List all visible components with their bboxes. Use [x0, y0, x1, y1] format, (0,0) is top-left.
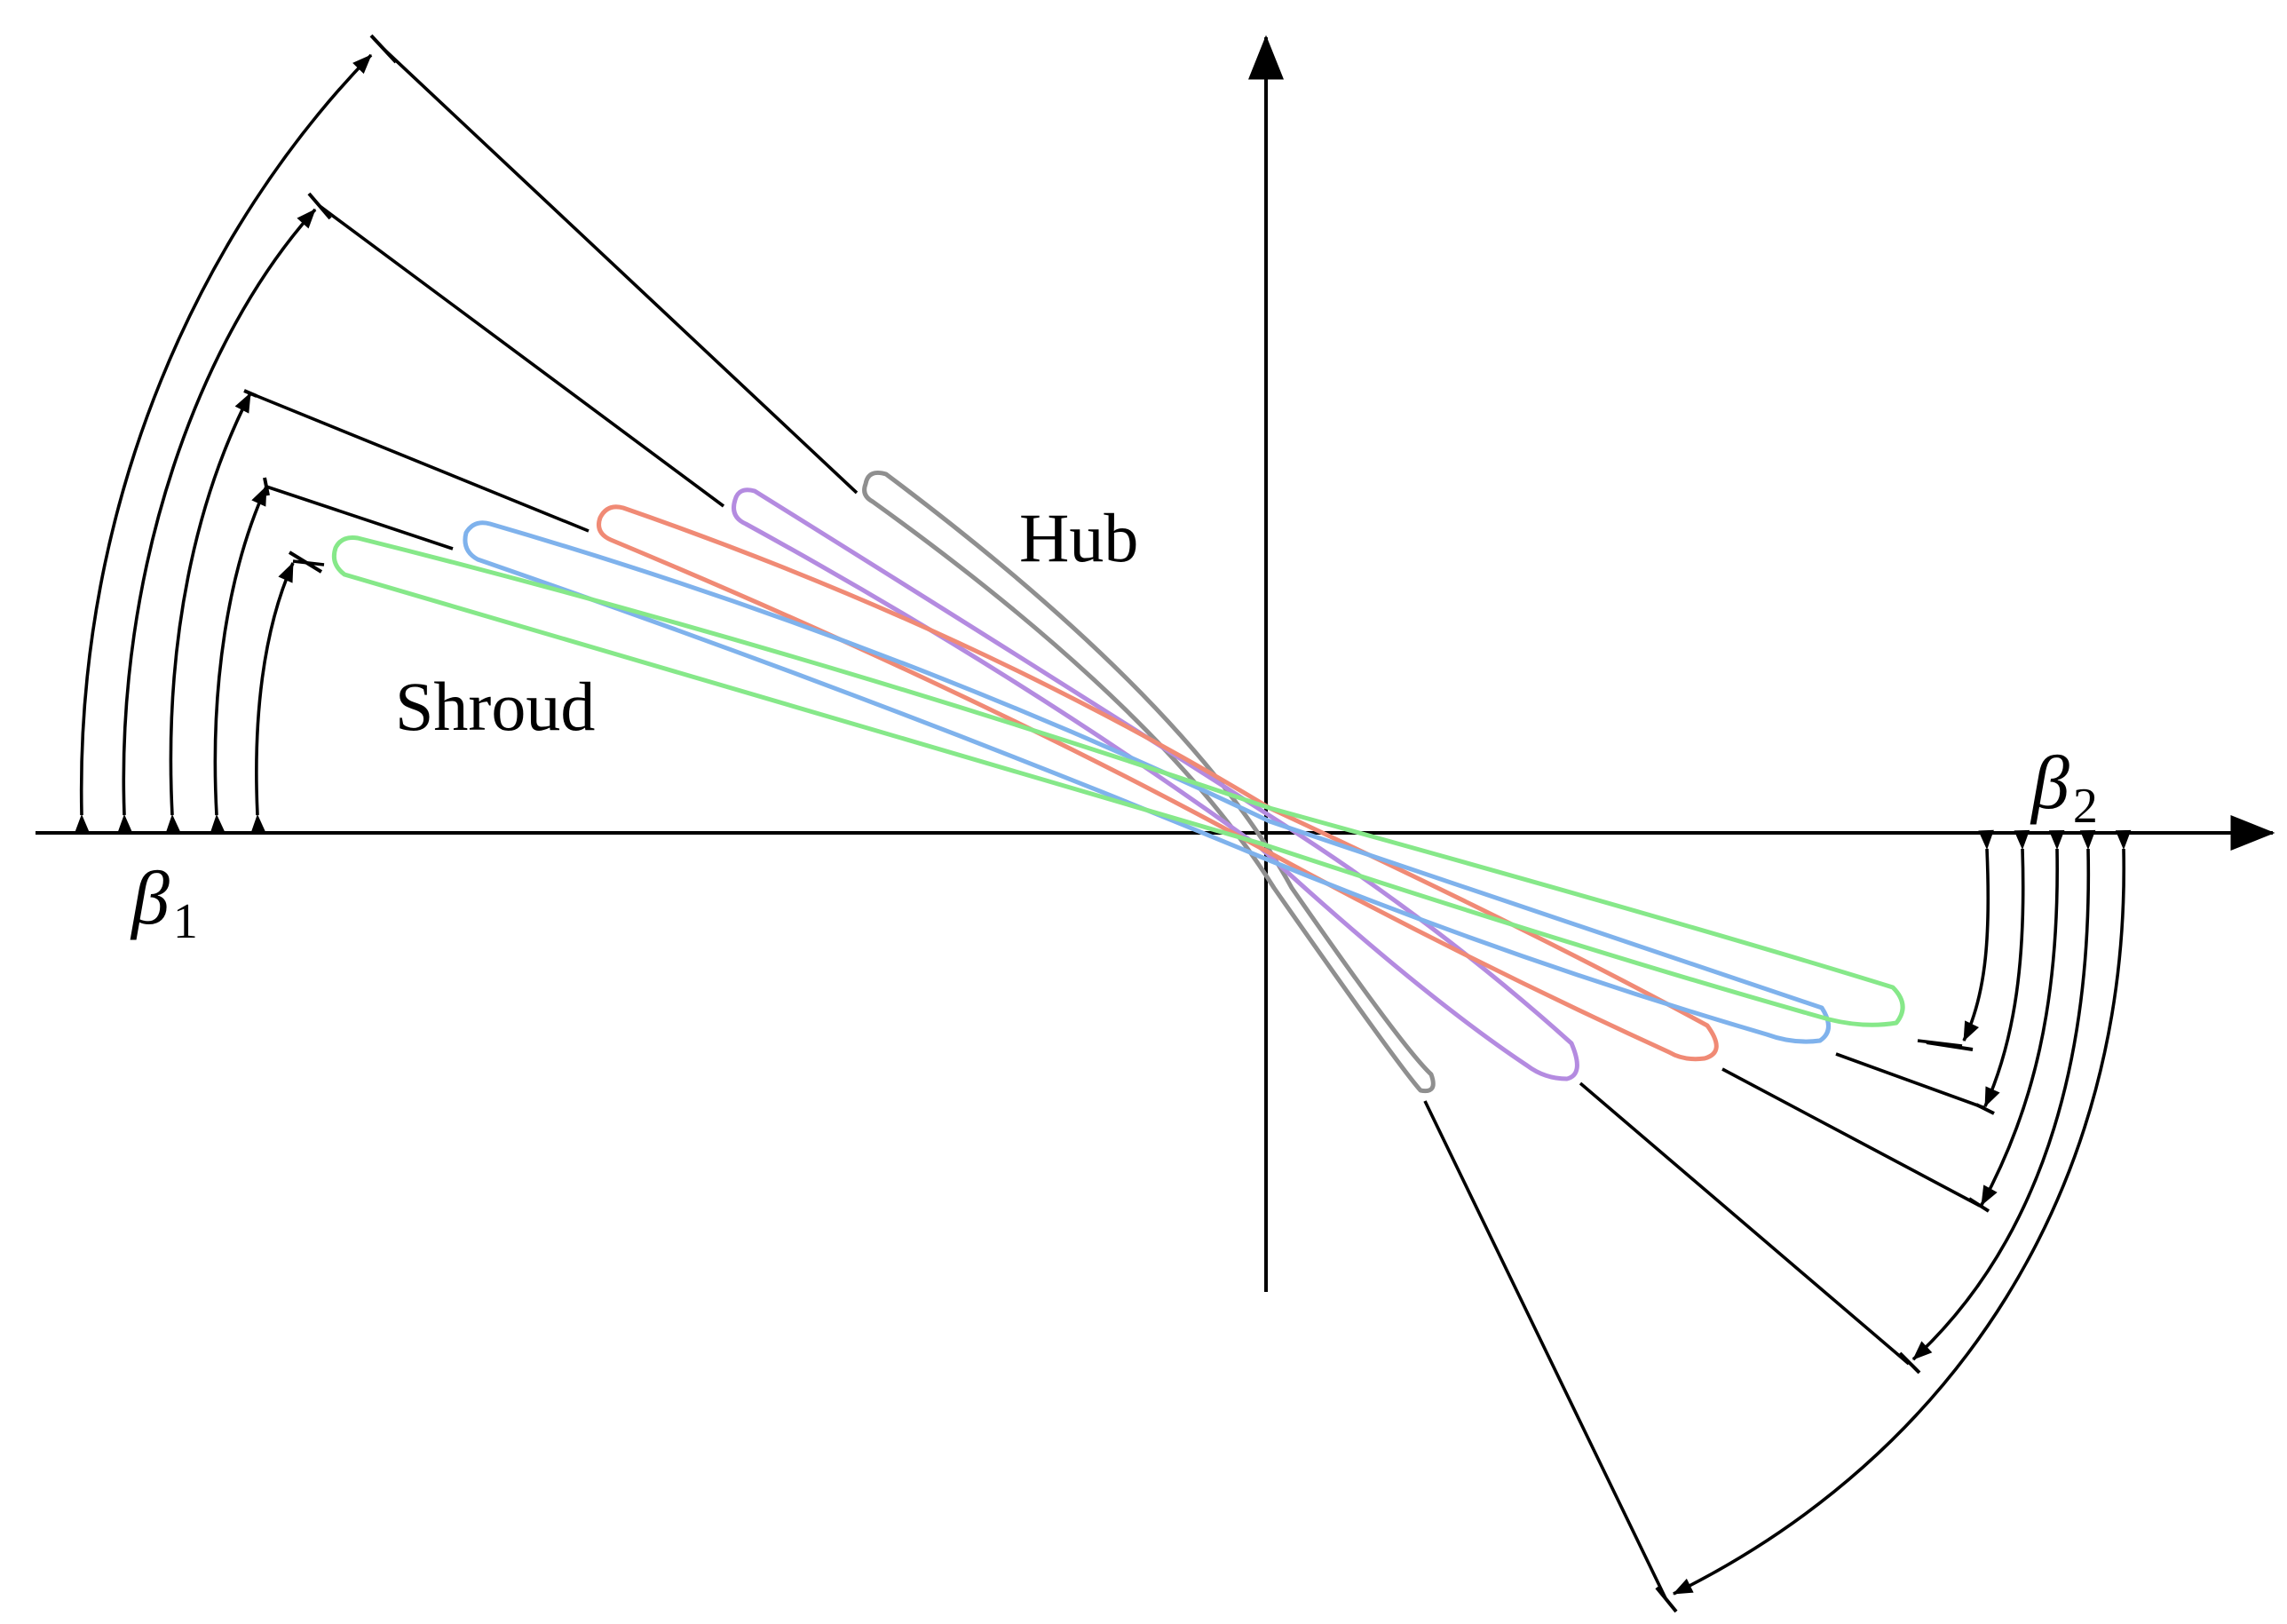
outlet-extension-line-2	[1579, 1081, 1911, 1366]
inlet-angle-dimensions	[74, 34, 859, 835]
blade-profile-2	[732, 487, 1579, 1081]
outlet-tick-hub	[1655, 1586, 1678, 1613]
inlet-arc-hub	[74, 53, 373, 835]
beta-1-subscript: 1	[173, 894, 198, 949]
blade-profile-3	[597, 504, 1719, 1062]
inlet-tick-hub	[369, 34, 398, 64]
labels: Hub Shroud β1 β2	[130, 499, 2098, 949]
blade-profile-hub	[862, 470, 1436, 1094]
inlet-arc-2	[116, 208, 317, 835]
blade-profile-shroud	[331, 535, 1905, 1027]
shroud-label: Shroud	[395, 668, 595, 745]
outlet-angle-dimensions	[1423, 829, 2132, 1613]
hub-label: Hub	[1019, 499, 1138, 576]
blade-profile-4	[463, 520, 1831, 1044]
outlet-extension-line-3	[1721, 1067, 1981, 1208]
inlet-arc-3	[165, 392, 252, 835]
axes	[36, 35, 2275, 1292]
beta-1-symbol: β	[130, 855, 170, 940]
beta-2-label: β2	[2030, 740, 2098, 834]
outlet-arc-3	[1980, 829, 2065, 1206]
outlet-extension-line-4	[1835, 1052, 1986, 1110]
outlet-tick-3	[1967, 1197, 1990, 1213]
outlet-arc-4	[1983, 829, 2030, 1108]
outlet-arc-shroud	[1962, 829, 1994, 1042]
outlet-extension-line-hub	[1423, 1100, 1667, 1599]
outlet-arc-2	[1911, 829, 2096, 1361]
beta-2-symbol: β	[2030, 740, 2069, 825]
beta-2-subscript: 2	[2073, 779, 2098, 834]
beta-1-label: β1	[130, 855, 198, 949]
inlet-arc-shroud	[250, 561, 295, 835]
inlet-extension-line-hub	[382, 47, 859, 495]
inlet-extension-line-3	[249, 392, 590, 533]
inlet-arc-4	[210, 485, 268, 835]
inlet-extension-line-2	[318, 204, 725, 508]
